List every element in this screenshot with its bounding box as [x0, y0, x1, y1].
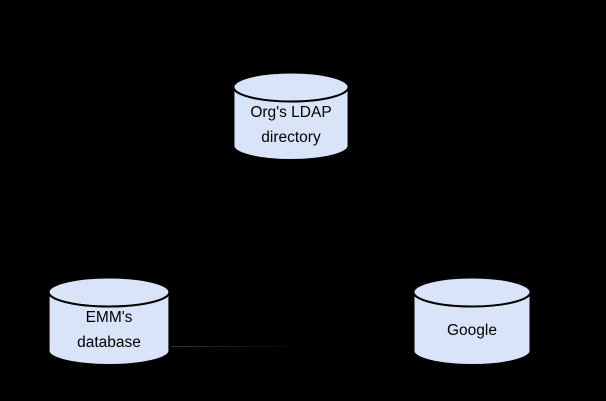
node-google: Google — [412, 276, 532, 367]
node-emm-database: EMM's database — [47, 276, 171, 367]
database-cylinder-icon — [232, 71, 350, 161]
database-cylinder-icon — [412, 276, 532, 366]
node-ldap-directory: Org's LDAP directory — [232, 71, 350, 162]
database-cylinder-icon — [47, 276, 171, 366]
connector-line-emm-to-google — [171, 346, 413, 347]
